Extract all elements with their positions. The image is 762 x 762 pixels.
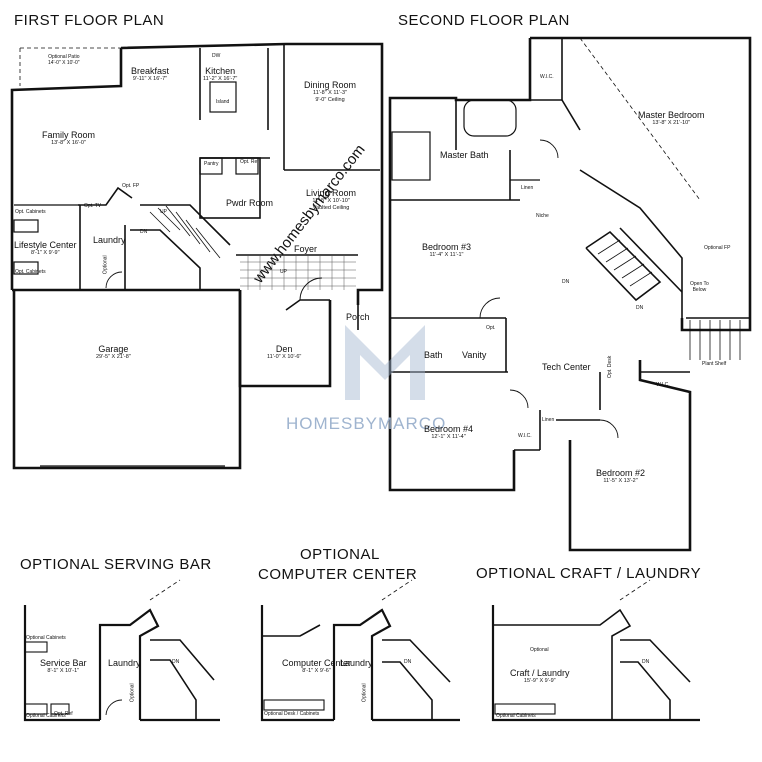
tech-center-label: Tech Center (542, 362, 591, 372)
vanity-label: Vanity (462, 350, 487, 360)
master-bath-label: Master Bath (440, 150, 489, 160)
computer-desk-label: Optional Desk / Cabinets (264, 711, 320, 717)
opt-ref-label: Opt. Ref (240, 159, 259, 165)
porch-label: Porch (346, 312, 370, 322)
serving-opt-cabinets-label: Optional Cabinets (26, 635, 66, 641)
computer-center-title-2: COMPUTER CENTER (258, 566, 418, 583)
opt-tv-label: Opt. TV (84, 203, 102, 209)
opt-cabinets-upper-label: Opt. Cabinets (15, 209, 46, 215)
dn-label-lower: DN (636, 305, 644, 311)
linen-label: Linen (521, 185, 534, 191)
opt-label: Opt. (486, 325, 496, 331)
craft-opt-cabinets-label: Optional Cabinets (496, 713, 536, 719)
serving-opt-ref-label: Opt. Ref (54, 711, 73, 717)
up-label-foyer: UP (280, 269, 287, 275)
optional-fp-label: Optional FP (704, 245, 731, 251)
craft-laundry-title: OPTIONAL CRAFT / LAUNDRY (476, 565, 702, 582)
plant-shelf-label: Plant Shelf (702, 361, 727, 367)
serving-dn-label: DN (172, 659, 180, 665)
opt-fp-label: Opt. FP (122, 183, 140, 189)
laundry-label: Laundry (93, 235, 126, 245)
pantry-label: Pantry (204, 161, 219, 167)
opt-cabinets-lower-label: Opt. Cabinets (15, 269, 46, 275)
powder-room-label: Pwdr Room (226, 198, 274, 208)
wic-right-label: W.I.C. (656, 382, 670, 388)
computer-center-title-1: OPTIONAL (300, 546, 380, 563)
dn-label: DN (140, 229, 148, 235)
computer-optional-label: Optional (361, 683, 368, 703)
linen-2-label: Linen (542, 417, 555, 423)
dn-label-upper: DN (562, 279, 570, 285)
serving-optional-label: Optional (129, 683, 136, 703)
craft-dn-label: DN (642, 659, 650, 665)
brand-logo-icon (330, 300, 440, 410)
computer-dn-label: DN (404, 659, 412, 665)
serving-opt-cabinets-2-label: Optional Cabinets (26, 713, 66, 719)
second-floor-title: SECOND FLOOR PLAN (398, 12, 570, 29)
craft-optional-label: Optional (530, 647, 549, 653)
up-label: UP (160, 209, 167, 215)
bath-label: Bath (424, 350, 443, 360)
wic-mid-label: W.I.C. (518, 433, 532, 439)
island-label: Island (216, 99, 230, 105)
optional-label: Optional (102, 255, 109, 275)
dw-label: DW (212, 53, 221, 59)
niche-label: Niche (536, 213, 549, 219)
watermark-brand: HOMESBYMARCO (286, 414, 447, 433)
wic-top-label: W.I.C. (540, 74, 554, 80)
computer-laundry-label: Laundry (340, 658, 373, 668)
serving-bar-title: OPTIONAL SERVING BAR (20, 556, 212, 573)
serving-laundry-label: Laundry (108, 658, 141, 668)
foyer-label: Foyer (294, 244, 318, 254)
first-floor-title: FIRST FLOOR PLAN (14, 12, 165, 29)
opt-desk-label: Opt. Desk (607, 355, 613, 378)
